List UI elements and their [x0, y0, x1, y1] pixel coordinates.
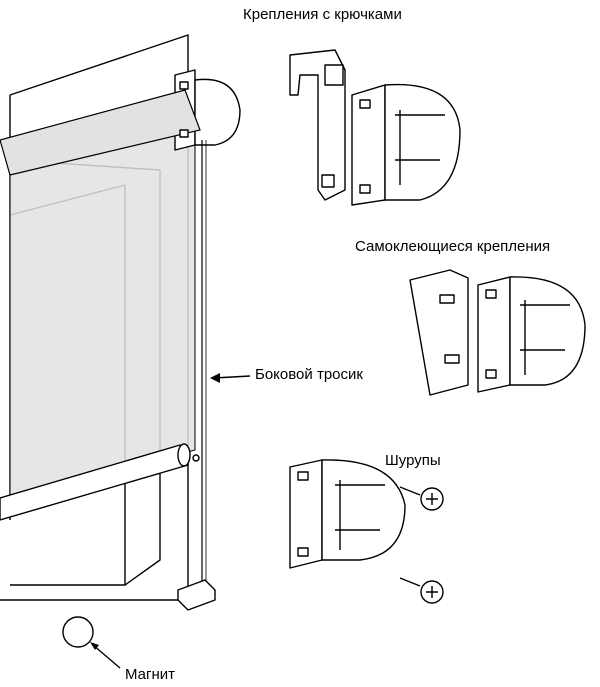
top-bracket	[0, 69, 241, 176]
adhesive-pad	[409, 269, 469, 396]
hook-mount-clip	[289, 49, 346, 201]
screw-icon	[399, 486, 444, 511]
bottom-bar	[0, 443, 191, 521]
screws-label: Шурупы	[385, 452, 441, 469]
cable-bottom-bracket	[177, 579, 216, 611]
magnet-arrow	[92, 644, 121, 669]
hook-mounts-label: Крепления с крючками	[243, 6, 402, 23]
cable-stopper	[192, 454, 200, 462]
adhesive-mounts-label: Самоклеющиеся крепления	[355, 238, 551, 255]
adhesive-mount-bracket	[477, 276, 586, 393]
screw-icon	[399, 577, 444, 604]
magnet-label: Магнит	[125, 666, 176, 683]
side-cable-label: Боковой тросик	[255, 366, 363, 383]
magnet	[62, 616, 94, 648]
screw-mount-bracket	[289, 459, 406, 569]
hook-mount-bracket	[351, 83, 461, 206]
